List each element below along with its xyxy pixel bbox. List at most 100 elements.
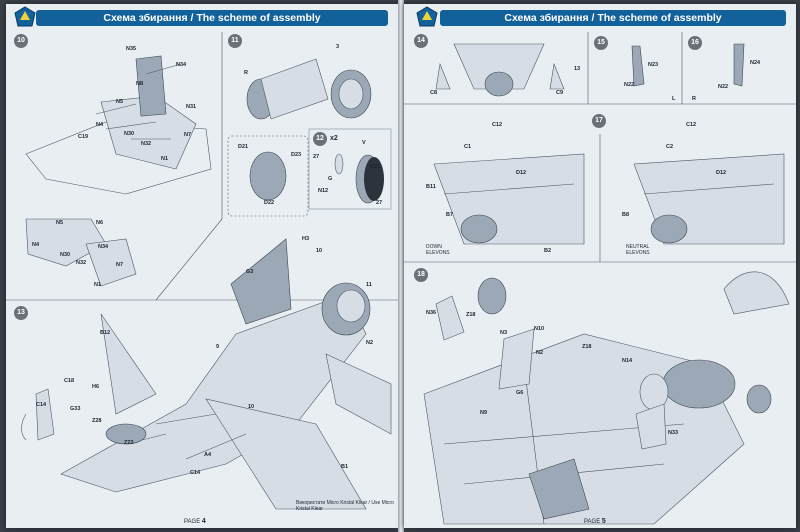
neutral-elevons-label: NEUTRAL ELEVONS bbox=[626, 244, 650, 256]
brand-logo-icon bbox=[14, 6, 36, 27]
step-16-badge: 16 bbox=[688, 36, 702, 50]
part-label: N31 bbox=[186, 104, 197, 110]
diagram-step-10 bbox=[6, 32, 398, 301]
page-title-right: Схема збирання / The scheme of assembly bbox=[440, 10, 786, 26]
page-right: Схема збирання / The scheme of assembly bbox=[404, 4, 796, 528]
part-label: N4 bbox=[96, 122, 104, 128]
part-label: G bbox=[328, 176, 333, 182]
part-label: N5 bbox=[56, 220, 64, 226]
part-label: H6 bbox=[92, 384, 100, 390]
part-label: D23 bbox=[291, 152, 302, 158]
step-10-badge: 10 bbox=[14, 34, 28, 48]
part-label: R bbox=[244, 70, 248, 76]
part-label: C19 bbox=[78, 134, 89, 140]
step-14-badge: 14 bbox=[414, 34, 428, 48]
part-label: A4 bbox=[204, 452, 212, 458]
part-label: 13 bbox=[574, 66, 581, 72]
part-label: Z28 bbox=[92, 418, 102, 424]
part-label: B1 bbox=[341, 464, 349, 470]
part-label: C14 bbox=[190, 470, 201, 476]
step-15-badge: 15 bbox=[594, 36, 608, 50]
step-18-badge: 18 bbox=[414, 268, 428, 282]
part-label: B8 bbox=[622, 212, 630, 218]
part-label: 3 bbox=[336, 44, 340, 50]
part-label: D22 bbox=[264, 200, 275, 206]
part-label: N22 bbox=[624, 82, 635, 88]
part-label: N2 bbox=[366, 340, 374, 346]
part-label: 27 bbox=[313, 154, 320, 160]
part-label: N7 bbox=[116, 262, 124, 268]
part-label: N21 bbox=[370, 164, 381, 170]
part-label: 11 bbox=[366, 282, 372, 288]
part-label: C9 bbox=[556, 90, 564, 96]
step-11-badge: 11 bbox=[228, 34, 242, 48]
spine bbox=[398, 0, 404, 532]
part-label: N8 bbox=[136, 81, 144, 87]
page-number: 5 bbox=[601, 518, 606, 525]
part-label: C2 bbox=[666, 144, 674, 150]
part-label: Z23 bbox=[124, 440, 134, 446]
part-label: N10 bbox=[534, 326, 545, 332]
part-label: N7 bbox=[184, 132, 192, 138]
part-label: 27 bbox=[376, 200, 383, 206]
side-label: L bbox=[672, 96, 676, 102]
part-label: 10 bbox=[248, 404, 255, 410]
page-number-left: PAGE 4 bbox=[184, 518, 206, 525]
part-label: G33 bbox=[70, 406, 81, 412]
diagram-right-page bbox=[404, 32, 796, 525]
part-label: N32 bbox=[76, 260, 87, 266]
page-number: 4 bbox=[201, 518, 206, 525]
part-label: B11 bbox=[426, 184, 436, 190]
part-label: N6 bbox=[96, 220, 104, 226]
page-left: Схема збирання / The scheme of assembly … bbox=[6, 4, 398, 528]
step-13-badge: 13 bbox=[14, 306, 28, 320]
part-label: N3 bbox=[500, 330, 508, 336]
part-label: C8 bbox=[430, 90, 438, 96]
part-label: Z18 bbox=[582, 344, 592, 350]
part-label: N22 bbox=[718, 84, 729, 90]
part-label: N23 bbox=[648, 62, 659, 68]
part-label: B7 bbox=[446, 212, 454, 218]
part-label: N12 bbox=[318, 188, 329, 194]
part-label: D12 bbox=[716, 170, 727, 176]
part-label: N34 bbox=[98, 244, 109, 250]
part-label: N2 bbox=[536, 350, 544, 356]
part-label: Z18 bbox=[466, 312, 476, 318]
part-label: N33 bbox=[668, 430, 679, 436]
micro-kristal-note: Використати Micro Kristal Klear / Use Mi… bbox=[296, 500, 394, 512]
page-label: PAGE bbox=[584, 519, 601, 525]
part-label: N30 bbox=[124, 131, 135, 137]
part-label: N14 bbox=[622, 358, 633, 364]
part-label: N34 bbox=[176, 62, 187, 68]
page-label: PAGE bbox=[184, 519, 201, 525]
part-label: N5 bbox=[116, 99, 124, 105]
part-label: C18 bbox=[64, 378, 75, 384]
part-label: B12 bbox=[100, 330, 111, 336]
part-label: D12 bbox=[516, 170, 527, 176]
part-label: N35 bbox=[126, 46, 137, 52]
part-label: N1 bbox=[94, 282, 102, 288]
part-label: G6 bbox=[516, 390, 524, 396]
step-17-badge: 17 bbox=[592, 114, 606, 128]
diagram-step-13-aircraft bbox=[21, 238, 392, 510]
part-label: D21 bbox=[238, 144, 249, 150]
part-label: 9 bbox=[216, 344, 220, 350]
step-12-badge: 12 bbox=[313, 132, 327, 146]
part-label: N1 bbox=[161, 156, 169, 162]
side-label: R bbox=[692, 96, 696, 102]
part-label: B2 bbox=[544, 248, 552, 254]
page-title-left: Схема збирання / The scheme of assembly bbox=[36, 10, 388, 26]
part-label: N9 bbox=[480, 410, 488, 416]
brand-logo-icon bbox=[416, 6, 438, 27]
part-label: C14 bbox=[36, 402, 47, 408]
part-label: G3 bbox=[246, 269, 254, 275]
part-label: V bbox=[362, 140, 366, 146]
part-label: 10 bbox=[316, 248, 323, 254]
diagram-step-11 bbox=[227, 58, 392, 217]
part-label: N30 bbox=[60, 252, 71, 258]
part-label: N36 bbox=[426, 310, 437, 316]
part-label: H3 bbox=[302, 236, 310, 242]
part-label: C1 bbox=[464, 144, 472, 150]
part-label: N4 bbox=[32, 242, 40, 248]
